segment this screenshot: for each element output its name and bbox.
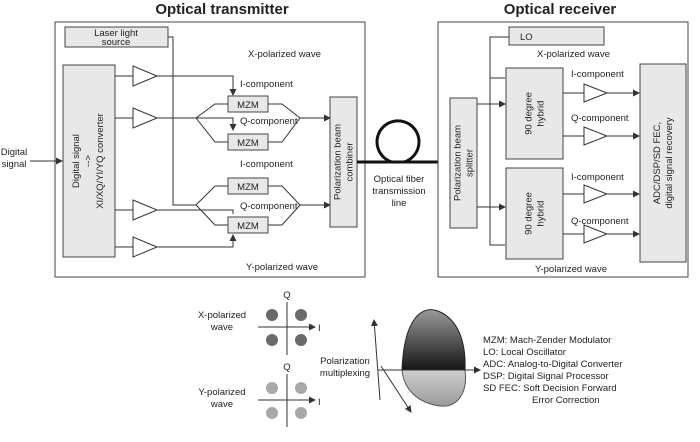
y-polarized-lobe: [401, 369, 467, 407]
laser-label-line2: source: [102, 37, 131, 48]
x-constellation-point-4: [295, 334, 307, 346]
mzm-box-3: [227, 177, 269, 195]
hybrid-box-y: [505, 167, 564, 260]
hybrid-x-label-line1: 90 degree: [524, 92, 535, 135]
drive-line-4: [157, 234, 237, 248]
lo-box: [508, 26, 605, 46]
combiner-label-line2: combiner: [345, 142, 356, 181]
q-axis-label-top: Q: [283, 290, 290, 301]
rx-q-component-2: Q-component: [571, 216, 629, 227]
mzm-label-1: MZM: [237, 100, 259, 111]
mzm-box-2: [227, 133, 269, 151]
input-label-line2: signal: [2, 159, 27, 170]
x-wave-const-label-line2: wave: [210, 322, 233, 333]
converter-label-line2: -->: [83, 155, 94, 167]
rx-q-component-1: Q-component: [571, 113, 629, 124]
tx-q-component-1: Q-component: [240, 116, 298, 127]
multiplex-vertical-axis: [370, 319, 381, 401]
rx-x-wave-label: X-polarized wave: [537, 49, 610, 60]
converter-label-line1: Digital signal: [71, 134, 82, 188]
x-constellation-point-2: [295, 309, 307, 321]
splitter-label-line2: splitter: [465, 149, 476, 177]
tx-y-wave-label: Y-polarized wave: [246, 262, 318, 273]
splitter-box: [449, 97, 478, 229]
hybrid-y-label-line1: 90 degree: [524, 192, 535, 235]
combiner-box: [329, 96, 358, 228]
fiber-label-line1: Optical fiber: [374, 174, 425, 185]
laser-label-line1: Laser light: [94, 28, 138, 39]
tx-x-wave-label: X-polarized wave: [248, 49, 321, 60]
input-label-line1: Digital: [1, 147, 27, 158]
tx-q-component-2: Q-component: [240, 201, 298, 212]
rx-i-component-2: I-component: [571, 172, 624, 183]
x-wave-const-label-line1: X-polarized: [198, 310, 246, 321]
i-axis-label-bottom: I: [318, 397, 321, 408]
legend-sdfec: SD FEC: Soft Decision Forward: [483, 383, 617, 394]
q-axis-label-bottom: Q: [283, 362, 290, 373]
splitter-label-line1: Polarization beam: [453, 125, 464, 201]
i-axis-label-top: I: [318, 323, 321, 334]
lo-label: LO: [520, 32, 533, 43]
converter-label-line3: XI/XQ/YI/YQ converter: [95, 113, 106, 209]
receiver-title: Optical receiver: [504, 1, 617, 18]
x-polarized-lobe: [401, 309, 466, 371]
recovery-label-line1: ADC/DSP/SD FEC,: [652, 122, 663, 204]
fiber-label-line2: transmission: [372, 186, 425, 197]
drive-line-1: [157, 75, 237, 96]
multiplex-diagonal-axis: [380, 365, 412, 413]
y-wave-const-label-line2: wave: [210, 399, 233, 410]
y-constellation-point-2: [295, 382, 307, 394]
mzm-label-2: MZM: [237, 138, 259, 149]
hybrid-x-label-line2: hybrid: [536, 101, 547, 127]
multiplexing-label-line1: Polarization: [320, 356, 370, 367]
mzm-box-4: [227, 216, 269, 234]
legend-lo: LO: Local Oscillator: [483, 347, 566, 358]
drive-line-3: [157, 209, 234, 214]
rx-y-wave-label: Y-polarized wave: [535, 264, 607, 275]
multiplexing-label-line2: multiplexing: [320, 368, 370, 379]
legend-adc: ADC: Analog-to-Digital Converter: [483, 359, 622, 370]
y-constellation-point-1: [266, 382, 278, 394]
converter-box: [62, 64, 116, 258]
mzm-label-4: MZM: [237, 221, 259, 232]
mzm-box-1: [227, 95, 269, 113]
legend-mzm: MZM: Mach-Zender Modulator: [483, 335, 611, 346]
combiner-label-line1: Polarization beam: [333, 124, 344, 200]
transmitter-title: Optical transmitter: [155, 1, 289, 18]
x-constellation-point-3: [266, 334, 278, 346]
tx-i-component-2: I-component: [240, 159, 293, 170]
tx-i-component-1: I-component: [240, 79, 293, 90]
hybrid-box-x: [505, 67, 564, 160]
lo-line: [489, 36, 509, 246]
legend-dsp: DSP: Digital Signal Processor: [483, 371, 609, 382]
hybrid-y-label-line2: hybrid: [536, 201, 547, 227]
optical-fiber-line: [357, 119, 449, 164]
x-constellation-point-1: [266, 309, 278, 321]
recovery-label-line2: digital signal recovery: [664, 117, 675, 209]
fiber-label-line3: line: [392, 198, 407, 209]
y-constellation-point-4: [295, 407, 307, 419]
mzm-label-3: MZM: [237, 182, 259, 193]
y-constellation-point-3: [266, 407, 278, 419]
rx-i-component-1: I-component: [571, 69, 624, 80]
recovery-box: [639, 63, 687, 263]
y-wave-const-label-line1: Y-polarized: [198, 387, 245, 398]
legend-sdfec-continued: Error Correction: [532, 395, 600, 406]
